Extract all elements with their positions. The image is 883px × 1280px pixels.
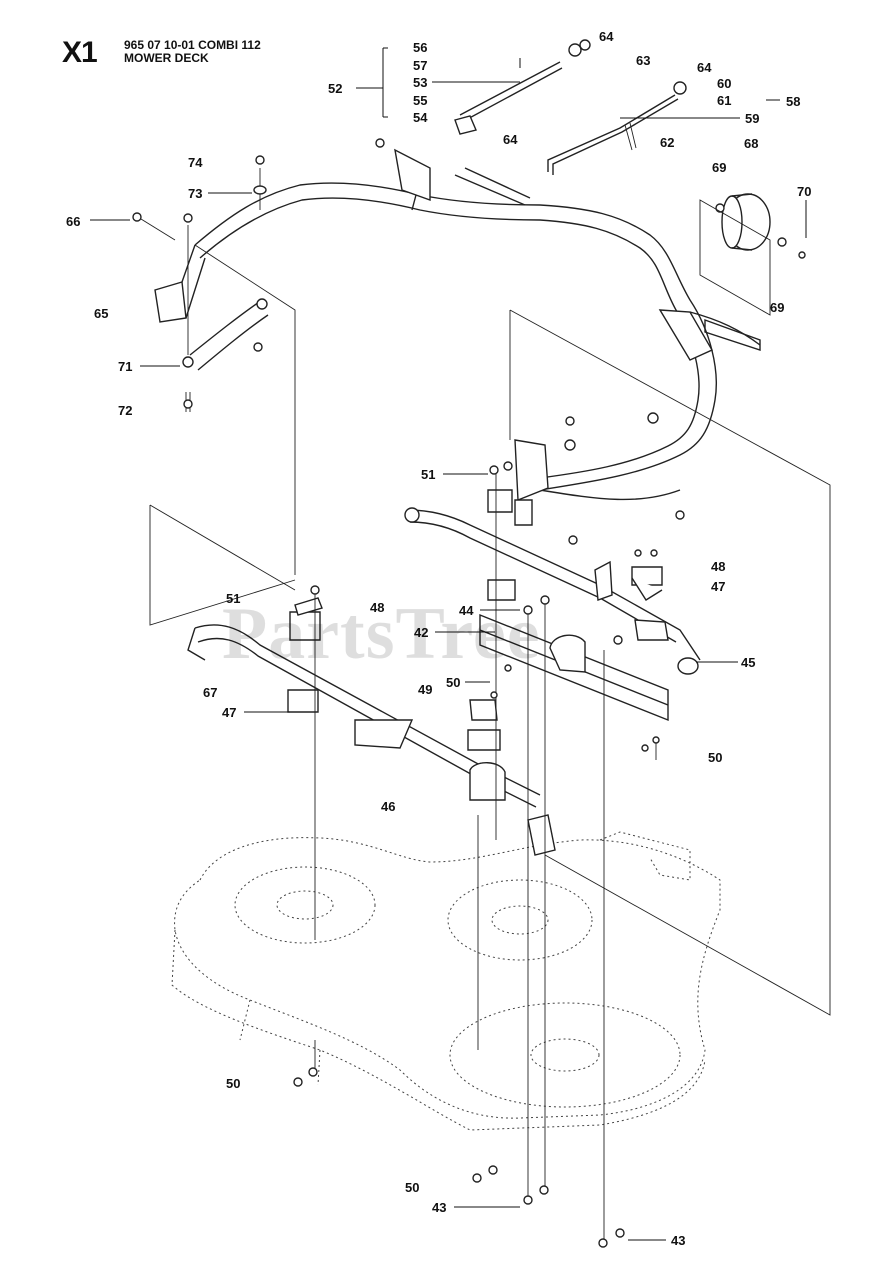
callout-65: 65 [94, 306, 108, 321]
callout-69b: 69 [770, 300, 784, 315]
rear-lift-bar [404, 507, 701, 675]
callout-51b: 51 [226, 591, 240, 606]
callout-45: 45 [741, 655, 755, 670]
callout-53: 53 [413, 75, 427, 90]
callout-54: 54 [413, 110, 428, 125]
callout-74: 74 [188, 155, 203, 170]
mower-deck-housing [171, 831, 721, 1131]
callout-69a: 69 [712, 160, 726, 175]
fasteners [132, 138, 685, 1248]
callout-50a: 50 [446, 675, 460, 690]
callout-52: 52 [328, 81, 342, 96]
callout-58: 58 [786, 94, 800, 109]
callout-48b: 48 [370, 600, 384, 615]
callout-64c: 64 [697, 60, 712, 75]
callout-72: 72 [118, 403, 132, 418]
center-support-bar [479, 489, 669, 722]
leader-lines [90, 47, 807, 1241]
gauge-wheel [715, 193, 806, 259]
lift-link-arm [182, 298, 269, 412]
callout-labels: 56 57 53 55 54 52 64 64 63 64 60 61 58 5… [66, 29, 811, 1248]
assembly-outline-lines [149, 199, 831, 1016]
callout-46: 46 [381, 799, 395, 814]
part-number: 965 07 10-01 COMBI 112 [124, 38, 261, 52]
callout-64b: 64 [503, 132, 518, 147]
callout-73: 73 [188, 186, 202, 201]
callout-56: 56 [413, 40, 427, 55]
callout-50c: 50 [226, 1076, 240, 1091]
diagram-code: X1 [62, 36, 98, 69]
callout-70: 70 [797, 184, 811, 199]
callout-55: 55 [413, 93, 427, 108]
callout-66: 66 [66, 214, 80, 229]
callout-48a: 48 [711, 559, 725, 574]
section-title: MOWER DECK [124, 51, 209, 65]
callout-49: 49 [418, 682, 432, 697]
callout-60: 60 [717, 76, 731, 91]
callout-50d: 50 [405, 1180, 419, 1195]
lift-frame-bar [154, 148, 761, 526]
adjustment-rods [454, 39, 687, 175]
callout-62: 62 [660, 135, 674, 150]
callout-43a: 43 [432, 1200, 446, 1215]
watermark: PartsTree [222, 593, 541, 675]
callout-47a: 47 [711, 579, 725, 594]
callout-43b: 43 [671, 1233, 685, 1248]
callout-63: 63 [636, 53, 650, 68]
callout-61: 61 [717, 93, 731, 108]
bolt-alignment-lines [187, 168, 657, 1240]
callout-51a: 51 [421, 467, 435, 482]
callout-59: 59 [745, 111, 759, 126]
callout-47b: 47 [222, 705, 236, 720]
callout-50b: 50 [708, 750, 722, 765]
callout-44: 44 [459, 603, 474, 618]
callout-71: 71 [118, 359, 132, 374]
callout-67: 67 [203, 685, 217, 700]
callout-64a: 64 [599, 29, 614, 44]
callout-42: 42 [414, 625, 428, 640]
callout-68: 68 [744, 136, 758, 151]
callout-57: 57 [413, 58, 427, 73]
